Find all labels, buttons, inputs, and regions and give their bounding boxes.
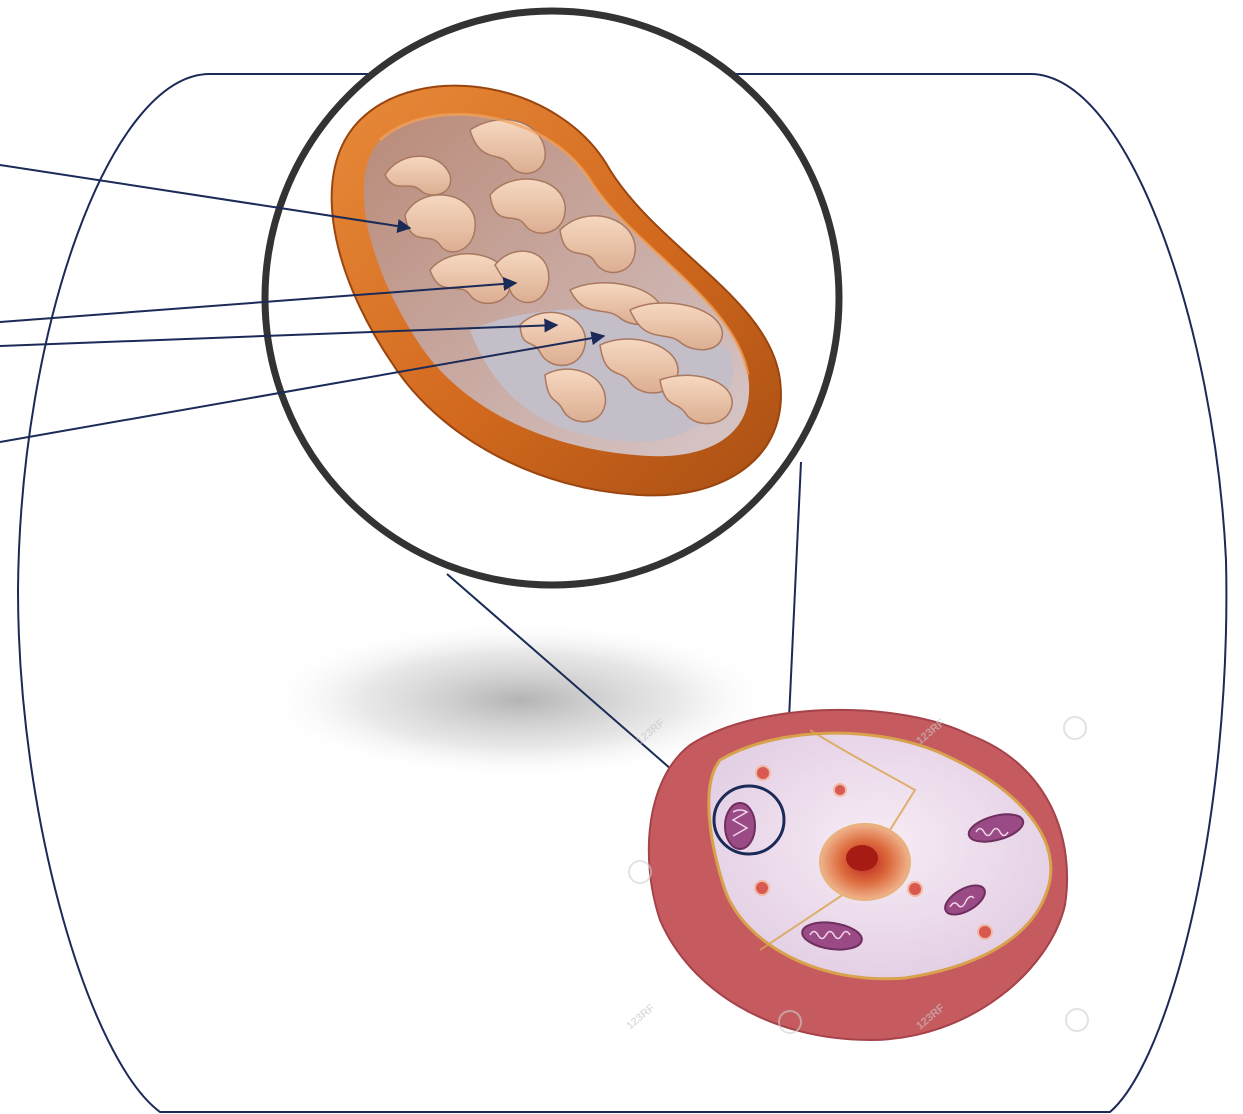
animal-cell bbox=[649, 710, 1067, 1040]
vesicle bbox=[834, 784, 846, 796]
vesicle bbox=[978, 925, 992, 939]
watermark-logo bbox=[1064, 717, 1086, 739]
nucleolus bbox=[846, 845, 878, 871]
watermark: 123RF bbox=[624, 1002, 657, 1033]
watermark-logo bbox=[629, 861, 651, 883]
vesicle bbox=[756, 766, 770, 780]
vesicle bbox=[908, 882, 922, 896]
vesicle bbox=[755, 881, 769, 895]
watermark-logo bbox=[1066, 1009, 1088, 1031]
